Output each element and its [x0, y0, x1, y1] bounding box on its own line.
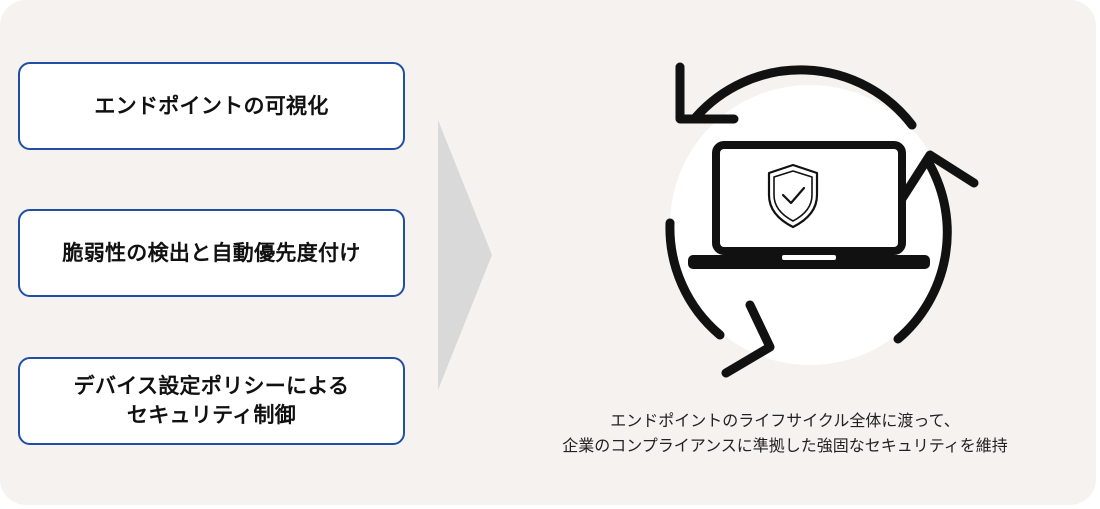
laptop-icon	[688, 141, 930, 269]
step-label-line: セキュリティ制御	[126, 403, 297, 427]
step-label: デバイス設定ポリシーによる セキュリティ制御	[74, 372, 350, 430]
step-label-line: デバイス設定ポリシーによる	[73, 374, 350, 398]
step-label: 脆弱性の検出と自動優先度付け	[62, 239, 360, 268]
step-label: エンドポイントの可視化	[94, 92, 328, 121]
laptop-notch	[782, 255, 836, 260]
cycle-arrowhead-right	[893, 150, 979, 210]
caption-line-2: 企業のコンプライアンスに準拠した強固なセキュリティを維持	[562, 436, 1008, 455]
caption-line-1: エンドポイントのライフサイクル全体に渡って、	[610, 411, 960, 430]
cycle-caption: エンドポイントのライフサイクル全体に渡って、 企業のコンプライアンスに準拠した強…	[470, 408, 1100, 458]
chevron-right-icon	[438, 120, 492, 390]
laptop-screen	[712, 141, 906, 255]
shield-inner	[773, 170, 813, 222]
shield-outer	[767, 163, 819, 229]
cycle-arc-top	[691, 65, 917, 130]
cycle-arc-right	[893, 160, 952, 344]
shield-check-icon	[767, 163, 819, 229]
check-mark	[781, 186, 806, 205]
flow-arrow-shape	[438, 120, 492, 390]
cycle-arc-left	[665, 218, 725, 340]
step-box-endpoint-visibility: エンドポイントの可視化	[18, 62, 405, 150]
laptop-base	[688, 255, 930, 269]
refresh-cycle-icon	[665, 62, 979, 378]
cycle-arrowhead-top	[675, 62, 739, 124]
step-label-line: エンドポイントの可視化	[94, 93, 329, 118]
step-label-line: 脆弱性の検出と自動優先度付け	[62, 240, 361, 265]
step-box-device-policy-control: デバイス設定ポリシーによる セキュリティ制御	[18, 357, 405, 445]
step-box-vulnerability-detection: 脆弱性の検出と自動優先度付け	[18, 209, 405, 297]
cycle-arrowhead-bottom	[721, 300, 775, 378]
